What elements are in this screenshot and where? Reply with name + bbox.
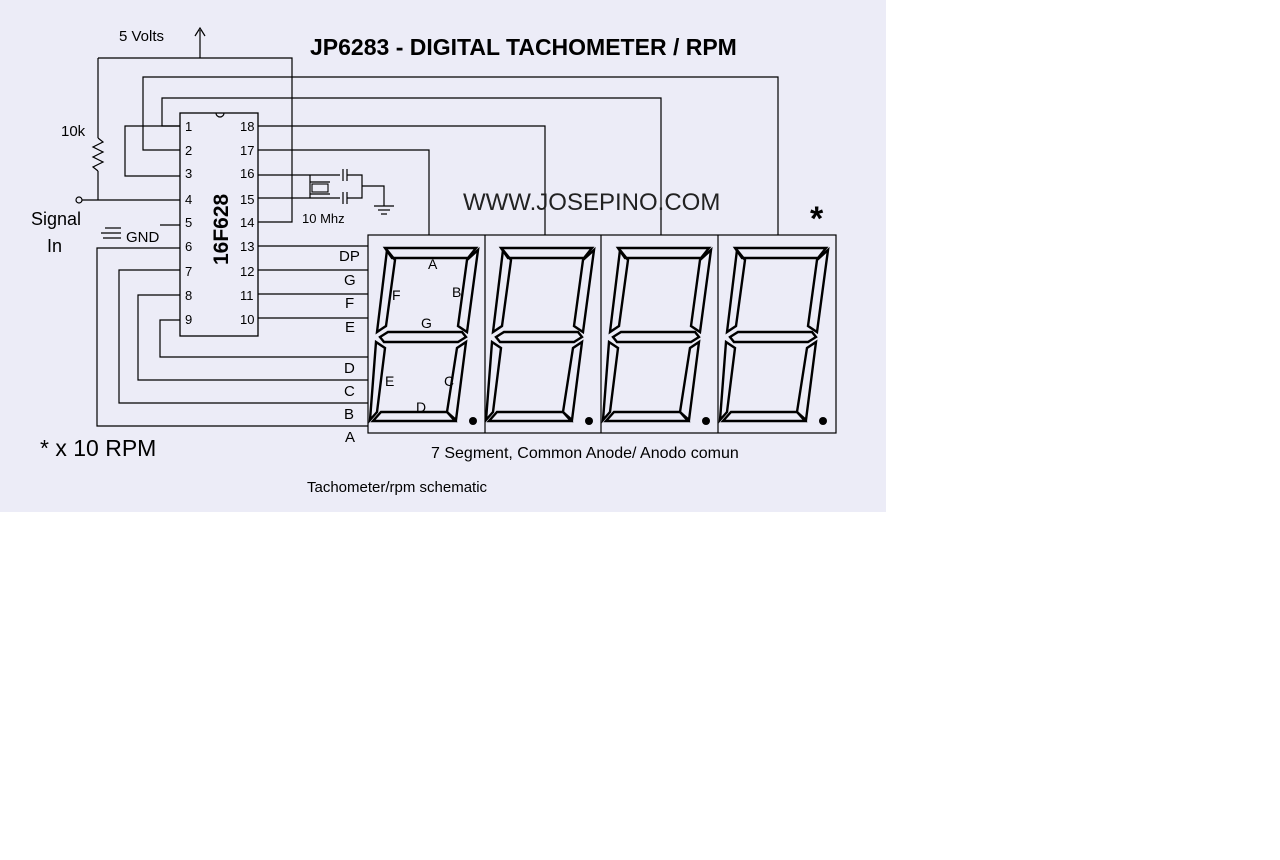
digit-2	[484, 246, 596, 425]
pin-number: 3	[185, 166, 192, 181]
ic-notch-icon	[215, 112, 225, 118]
resistor-icon	[91, 137, 105, 172]
pin-number: 7	[185, 264, 192, 279]
segment	[494, 330, 584, 344]
pin-number: 16	[240, 166, 254, 181]
segment	[720, 410, 808, 423]
capacitor-icon	[342, 169, 385, 206]
digit-1	[368, 246, 480, 425]
segment	[378, 330, 468, 344]
asterisk-mark: *	[810, 200, 824, 238]
segment	[370, 410, 458, 423]
pin-number: 12	[240, 264, 254, 279]
segment	[484, 339, 503, 424]
pin-number: 15	[240, 192, 254, 207]
crystal-label: 10 Mhz	[302, 211, 345, 226]
pin-number: 8	[185, 288, 192, 303]
pin-number: 1	[185, 119, 192, 134]
segment	[725, 247, 747, 335]
segment-inputs: DP G F E D C B A	[339, 248, 360, 446]
decimal-point	[469, 417, 477, 425]
schematic-background	[0, 0, 886, 512]
ic-right-pins: 18 17 16 15 14 13 12 11 10	[240, 119, 254, 327]
segment	[718, 339, 737, 424]
signal-terminal-icon	[75, 196, 83, 204]
supply-arrow-icon	[194, 26, 206, 58]
segment-input-label: A	[345, 429, 355, 446]
ground-icon	[374, 205, 394, 215]
segment	[368, 339, 387, 424]
wiring	[75, 57, 779, 427]
segment	[375, 247, 397, 335]
segment-marker: E	[385, 373, 394, 389]
segment	[689, 246, 713, 335]
ground-icon	[101, 227, 121, 239]
pin-number: 18	[240, 119, 254, 134]
segment-marker: D	[416, 399, 426, 415]
signal-label: Signal	[31, 209, 81, 229]
pin-number: 9	[185, 312, 192, 327]
display-caption: 7 Segment, Common Anode/ Anodo comun	[431, 445, 739, 462]
pin-number: 6	[185, 239, 192, 254]
segment	[806, 246, 830, 335]
segment-markers: A B F G E C D	[385, 256, 461, 415]
segment	[456, 246, 480, 335]
segment	[572, 246, 596, 335]
segment	[608, 247, 630, 335]
segment-input-label: G	[344, 272, 356, 289]
segment	[486, 410, 574, 423]
segment	[603, 410, 691, 423]
segment-input-label: F	[345, 295, 354, 312]
segment-input-label: D	[344, 360, 355, 377]
segment-marker: F	[392, 287, 401, 303]
segment-marker: A	[428, 256, 438, 272]
segment	[728, 330, 818, 344]
segment-marker: G	[421, 315, 432, 331]
digit-4	[718, 246, 830, 425]
signal-label: In	[47, 236, 62, 256]
segment-input-label: C	[344, 383, 355, 400]
decimal-point	[819, 417, 827, 425]
segment	[491, 247, 513, 335]
ic-label: 16F628	[210, 193, 233, 265]
ic-left-pins: 1 2 3 4 5 6 7 8 9	[185, 119, 192, 327]
segment-input-label: DP	[339, 248, 360, 265]
pin-number: 14	[240, 215, 254, 230]
tachometer-schematic: JP6283 - DIGITAL TACHOMETER / RPM 5 Volt…	[0, 0, 886, 512]
figure-caption: Tachometer/rpm schematic	[307, 479, 488, 496]
crystal-icon	[309, 175, 330, 198]
schematic-title: JP6283 - DIGITAL TACHOMETER / RPM	[310, 34, 737, 60]
segment-input-label: B	[344, 406, 354, 423]
supply-label: 5 Volts	[119, 28, 164, 45]
segment	[611, 330, 701, 344]
pin-number: 11	[240, 288, 254, 303]
pin-number: 4	[185, 192, 192, 207]
multiplier-note: * x 10 RPM	[40, 435, 156, 461]
segment	[601, 339, 620, 424]
segment-marker: C	[444, 373, 454, 389]
segment-marker: B	[452, 284, 461, 300]
website-label: WWW.JOSEPINO.COM	[463, 189, 720, 216]
pin-number: 10	[240, 312, 254, 327]
pin-number: 13	[240, 239, 254, 254]
decimal-point	[702, 417, 710, 425]
pin-number: 5	[185, 215, 192, 230]
digit-3	[601, 246, 713, 425]
pin-number: 17	[240, 143, 254, 158]
pin-number: 2	[185, 143, 192, 158]
decimal-point	[585, 417, 593, 425]
resistor-label: 10k	[61, 123, 86, 140]
gnd-label: GND	[126, 229, 160, 246]
segment-input-label: E	[345, 319, 355, 336]
seven-segment-display	[367, 234, 837, 434]
